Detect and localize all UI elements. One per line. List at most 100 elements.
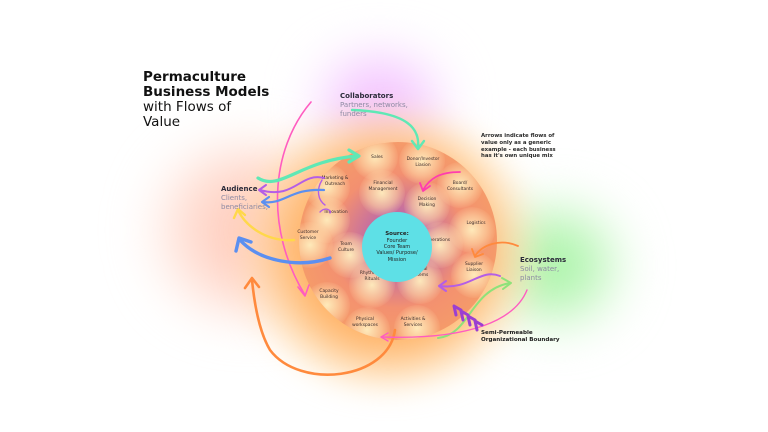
node-label: Liaison	[466, 268, 482, 273]
purple-eco-arrow	[439, 273, 501, 288]
green-flow-arrow	[437, 282, 511, 339]
node-label: Financial	[373, 181, 393, 187]
source-line: Core Team	[383, 244, 411, 251]
node-rhythms-rituals: Rhythms &Rituals	[360, 271, 384, 283]
teal-flow-arrow	[256, 154, 360, 184]
chevron-icon	[459, 309, 470, 322]
node-label: Services	[403, 323, 423, 328]
node-board-consultants: Board/Consultants	[447, 181, 473, 193]
node-label: Activities &	[400, 317, 426, 323]
collaborators-label: Collaborators Partners, networks, funder…	[340, 92, 408, 118]
node-activities-services: Activities &Services	[401, 317, 426, 329]
arrows-note: Arrows indicate flows of value only as a…	[481, 133, 563, 160]
node-glow	[304, 282, 350, 328]
green-arrowhead-icon	[501, 277, 512, 290]
boundary-label: Semi-Permeable Organizational Boundary	[481, 330, 560, 344]
audience-desc: Clients,	[221, 193, 248, 202]
boundary-line: Semi-Permeable	[481, 330, 533, 336]
pink-arrowhead-icon	[380, 332, 389, 342]
purple-flow-arrow	[259, 176, 325, 194]
node-label: Rhythms &	[359, 271, 385, 277]
orange-eco-arrow	[474, 241, 519, 257]
audience-heading: Audience	[221, 185, 258, 193]
node-label: Making	[419, 203, 435, 208]
node-label: Systems	[409, 273, 429, 278]
node-label: Capacity	[319, 289, 339, 295]
orange-arrowhead-icon	[243, 276, 261, 290]
audience-desc: beneficiaries,	[221, 202, 268, 211]
blue-arrowhead-icon	[260, 195, 271, 209]
collaborators-desc: funders	[340, 109, 367, 118]
note-line: example - each business	[481, 146, 556, 153]
purple-inner-arrow	[319, 208, 332, 214]
teal-collab-arrow	[350, 108, 420, 150]
orange-arrowhead-icon	[471, 248, 484, 258]
yellow-flow-arrow	[236, 208, 296, 242]
node-label: Team	[340, 242, 352, 248]
node-logistics: Logistics	[467, 221, 486, 227]
node-label: Donor/Investor	[406, 157, 440, 163]
title-line: Business Models	[143, 84, 270, 101]
node-label: Physical	[356, 317, 374, 323]
ecosystems-heading: Ecosystems	[520, 256, 567, 264]
yellow-arrowhead-icon	[232, 207, 247, 220]
node-glow	[394, 305, 440, 340]
node-glow	[344, 307, 390, 340]
node-label: Logistics	[466, 221, 486, 227]
ecosystems-desc: Soil, water,	[520, 264, 560, 273]
blue-big-arrow	[238, 238, 332, 265]
purple-inner-arrow	[317, 179, 326, 206]
ecosystems-desc: plants	[520, 273, 542, 282]
source-line: Mission	[387, 256, 407, 263]
pink-board-arrow	[422, 171, 461, 191]
teal-arrowhead-icon	[347, 148, 361, 164]
blue-flow-arrow	[261, 188, 326, 204]
title-line: Permaculture	[143, 69, 247, 85]
title-line: Value	[143, 114, 181, 131]
collaborators-heading: Collaborators	[340, 92, 394, 100]
source-circle: Source: Founder Core Team Values/ Purpos…	[362, 212, 432, 282]
diagram-title: Permaculture Business Models with Flows …	[143, 69, 270, 131]
node-label: Management	[368, 187, 398, 192]
chevron-icon	[473, 319, 484, 332]
blue-arrowhead-icon	[234, 236, 253, 253]
ecosystems-label: Ecosystems Soil, water, plants	[520, 256, 566, 282]
node-label: Building	[320, 295, 338, 300]
node-label: Marketing &	[321, 176, 349, 182]
pink-arrowhead-icon	[297, 284, 310, 297]
node-label: Operations	[425, 238, 451, 244]
audience-label: Audience Clients, beneficiaries,	[221, 185, 268, 211]
node-label: Sales	[371, 155, 383, 161]
source-line: Values/ Purpose/	[376, 250, 418, 257]
source-line: Founder	[386, 237, 408, 244]
note-line: value only as a generic	[481, 139, 552, 146]
node-marketing-outreach: Marketing &Outreach	[322, 176, 349, 188]
chevron-icon	[452, 304, 463, 317]
node-label: Customer	[297, 230, 319, 236]
purple-arrowhead-icon	[438, 280, 447, 292]
chevron-icon	[466, 314, 477, 327]
node-label: Culture	[338, 248, 354, 253]
node-sales: Sales	[371, 155, 383, 161]
node-label: Liasion	[415, 163, 431, 168]
node-innovation: Innovation	[324, 210, 347, 216]
collaborators-desc: Partners, networks,	[340, 100, 408, 109]
node-label: Outreach	[324, 182, 346, 187]
purple-arrowhead-icon	[258, 184, 267, 196]
node-label: workspaces	[352, 323, 378, 328]
note-line: has it's own unique mix	[481, 153, 553, 160]
teal-arrowhead-icon	[410, 139, 426, 151]
node-label: Decision	[417, 197, 437, 203]
node-glow	[359, 170, 405, 216]
node-operations: Operations	[426, 238, 450, 244]
node-label: Innovation	[324, 210, 348, 216]
